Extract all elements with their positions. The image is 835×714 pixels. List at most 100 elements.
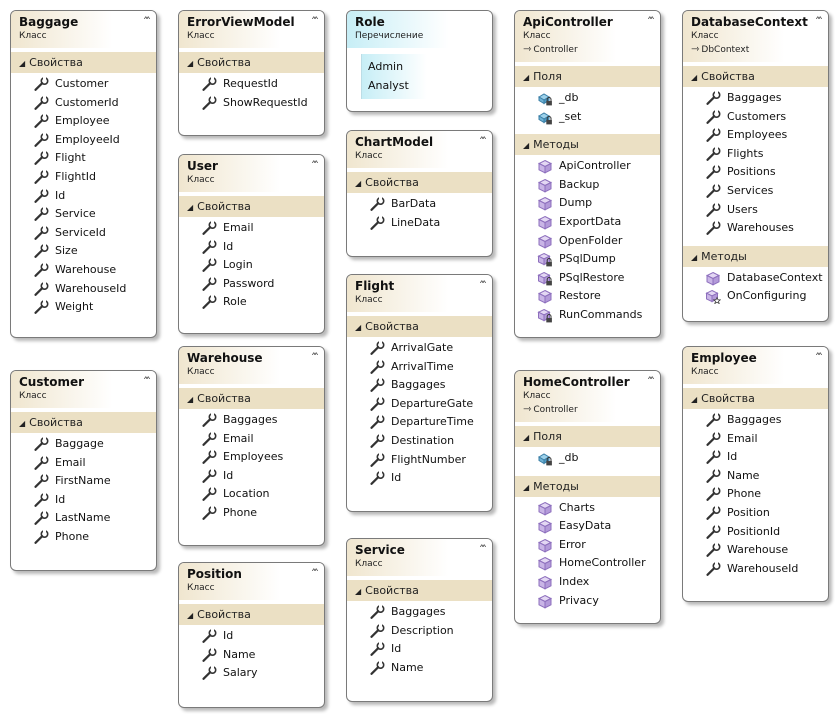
property-item[interactable]: Id (11, 187, 156, 206)
field-item[interactable]: _db (515, 449, 660, 468)
property-item[interactable]: Services (683, 182, 828, 201)
property-item[interactable]: ArrivalTime (347, 358, 492, 377)
property-item[interactable]: Warehouse (11, 261, 156, 280)
property-item[interactable]: Role (179, 293, 324, 312)
property-item[interactable]: Phone (179, 504, 324, 523)
property-item[interactable]: Name (347, 659, 492, 678)
properties-section-header[interactable]: ◢Свойства (347, 172, 492, 193)
property-item[interactable]: Destination (347, 432, 492, 451)
method-item[interactable]: Index (515, 573, 660, 592)
method-item[interactable]: RunCommands (515, 306, 660, 325)
property-item[interactable]: WarehouseId (683, 560, 828, 579)
collapse-triangle-icon[interactable]: ◢ (523, 433, 530, 442)
property-item[interactable]: Flights (683, 145, 828, 164)
property-item[interactable]: Password (179, 275, 324, 294)
properties-section-header[interactable]: ◢Свойства (179, 52, 324, 73)
collapse-triangle-icon[interactable]: ◢ (187, 59, 194, 68)
properties-section-header[interactable]: ◢Свойства (11, 412, 156, 433)
property-item[interactable]: Phone (11, 528, 156, 547)
property-item[interactable]: FlightNumber (347, 451, 492, 470)
collapse-chevron-icon[interactable]: ˄˄ (311, 15, 319, 28)
method-item[interactable]: Dump (515, 194, 660, 213)
collapse-chevron-icon[interactable]: ˄˄ (143, 15, 151, 28)
property-item[interactable]: Location (179, 485, 324, 504)
collapse-triangle-icon[interactable]: ◢ (355, 323, 362, 332)
method-item[interactable]: OnConfiguring (683, 287, 828, 306)
property-item[interactable]: Employee (11, 112, 156, 131)
property-item[interactable]: ServiceId (11, 224, 156, 243)
collapse-chevron-icon[interactable]: ˄˄ (311, 159, 319, 172)
method-item[interactable]: Privacy (515, 592, 660, 611)
enum-value[interactable]: Admin (368, 60, 404, 73)
methods-section-header[interactable]: ◢Методы (683, 245, 828, 267)
collapse-triangle-icon[interactable]: ◢ (523, 141, 530, 151)
property-item[interactable]: Position (683, 504, 828, 523)
method-item[interactable]: PSqlDump (515, 250, 660, 269)
property-item[interactable]: Baggages (179, 411, 324, 430)
property-item[interactable]: DepartureTime (347, 413, 492, 432)
collapse-chevron-icon[interactable]: ˄˄ (143, 375, 151, 388)
property-item[interactable]: Weight (11, 298, 156, 317)
property-item[interactable]: Baggages (683, 89, 828, 108)
property-item[interactable]: CustomerId (11, 94, 156, 113)
property-item[interactable]: Employees (683, 126, 828, 145)
property-item[interactable]: Service (11, 205, 156, 224)
properties-section-header[interactable]: ◢Свойства (683, 66, 828, 87)
properties-section-header[interactable]: ◢Свойства (179, 388, 324, 409)
property-item[interactable]: Size (11, 242, 156, 261)
methods-section-header[interactable]: ◢Методы (515, 134, 660, 156)
collapse-triangle-icon[interactable]: ◢ (691, 395, 698, 404)
method-item[interactable]: HomeController (515, 554, 660, 573)
property-item[interactable]: Name (179, 646, 324, 665)
property-item[interactable]: Email (683, 430, 828, 449)
properties-section-header[interactable]: ◢Свойства (179, 196, 324, 217)
properties-section-header[interactable]: ◢Свойства (179, 604, 324, 625)
method-item[interactable]: EasyData (515, 517, 660, 536)
method-item[interactable]: Error (515, 536, 660, 555)
collapse-triangle-icon[interactable]: ◢ (187, 611, 194, 620)
property-item[interactable]: Baggages (347, 376, 492, 395)
collapse-triangle-icon[interactable]: ◢ (19, 419, 26, 428)
property-item[interactable]: FirstName (11, 472, 156, 491)
fields-section-header[interactable]: ◢Поля (515, 66, 660, 87)
method-item[interactable]: Restore (515, 287, 660, 306)
properties-section-header[interactable]: ◢Свойства (347, 580, 492, 601)
method-item[interactable]: Charts (515, 499, 660, 518)
property-item[interactable]: Id (11, 491, 156, 510)
property-item[interactable]: Flight (11, 149, 156, 168)
collapse-triangle-icon[interactable]: ◢ (523, 482, 530, 492)
property-item[interactable]: ArrivalGate (347, 339, 492, 358)
property-item[interactable]: Login (179, 256, 324, 275)
property-item[interactable]: Phone (683, 485, 828, 504)
property-item[interactable]: LineData (347, 214, 492, 233)
property-item[interactable]: Email (179, 219, 324, 238)
property-item[interactable]: Description (347, 622, 492, 641)
properties-section-header[interactable]: ◢Свойства (347, 316, 492, 337)
collapse-triangle-icon[interactable]: ◢ (19, 59, 26, 68)
property-item[interactable]: Warehouses (683, 219, 828, 238)
methods-section-header[interactable]: ◢Методы (515, 475, 660, 497)
collapse-triangle-icon[interactable]: ◢ (355, 179, 362, 188)
property-item[interactable]: Id (347, 469, 492, 488)
property-item[interactable]: RequestId (179, 75, 324, 94)
property-item[interactable]: Salary (179, 664, 324, 683)
collapse-triangle-icon[interactable]: ◢ (691, 252, 698, 262)
property-item[interactable]: Email (11, 454, 156, 473)
property-item[interactable]: Customers (683, 108, 828, 127)
property-item[interactable]: Email (179, 430, 324, 449)
property-item[interactable]: Customer (11, 75, 156, 94)
